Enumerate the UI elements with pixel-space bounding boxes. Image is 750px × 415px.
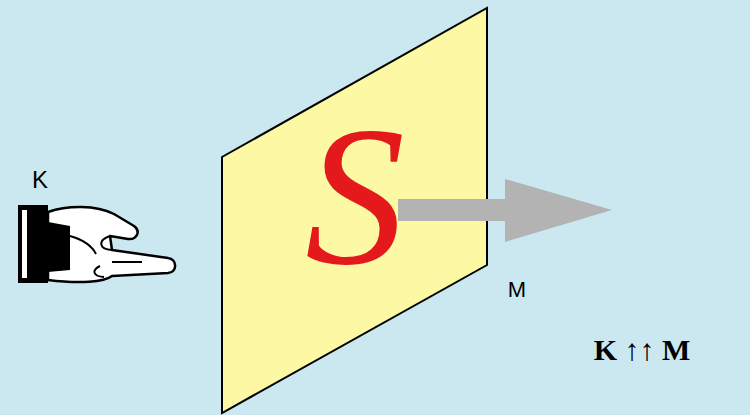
pointing-hand	[18, 205, 175, 283]
hand-shadow	[48, 222, 70, 272]
vector-label: M	[508, 278, 526, 302]
cuff-stripe	[22, 210, 27, 278]
direction-arrow	[398, 179, 612, 242]
surface-symbol: S	[305, 96, 405, 296]
hand-creases	[70, 236, 142, 277]
hand-cuff	[18, 205, 48, 283]
vector-label: K	[32, 167, 48, 193]
relation-note: K ↑↑ M	[594, 333, 691, 366]
hand-outline	[48, 207, 175, 282]
